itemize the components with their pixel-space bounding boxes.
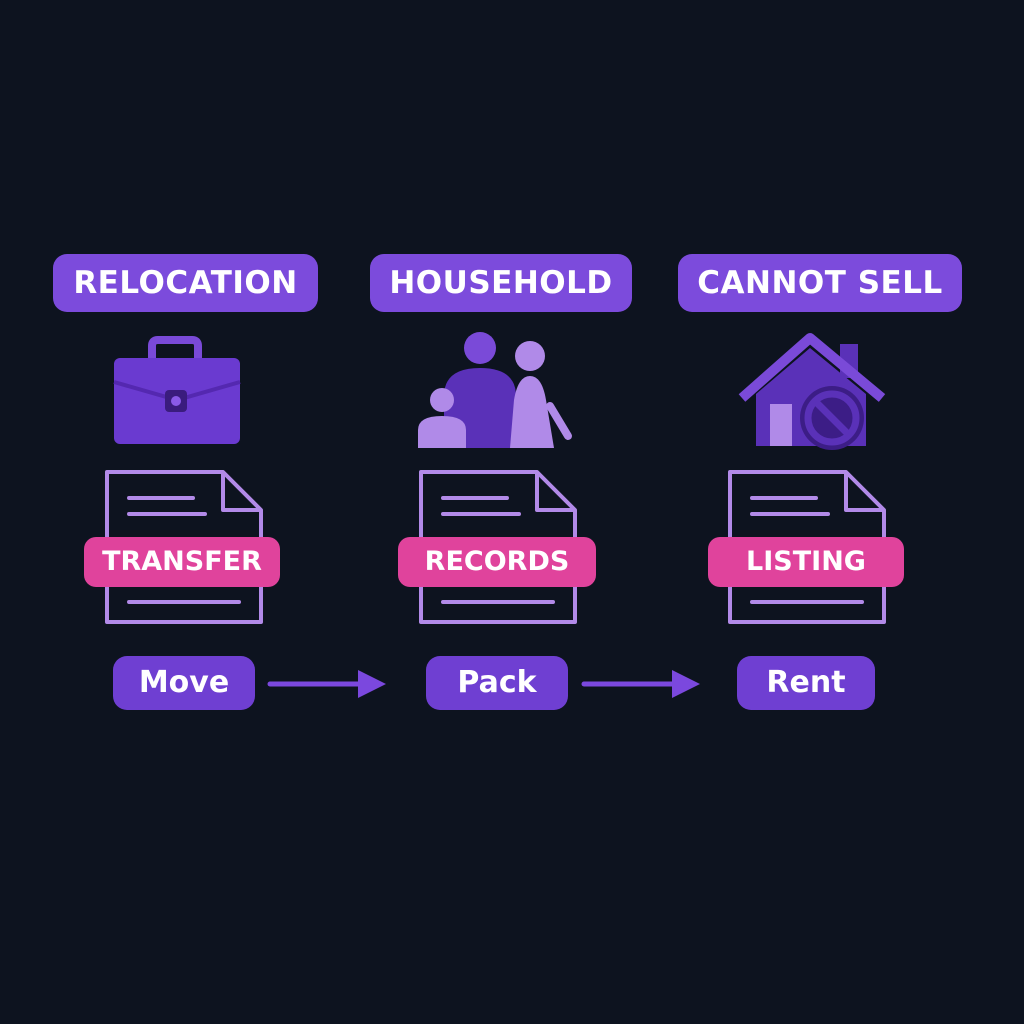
column-cannot-sell: CANNOT SELL LISTING Rent — [662, 0, 962, 1024]
column-title: HOUSEHOLD — [370, 254, 632, 312]
step-move: Move — [113, 656, 255, 710]
step-rent: Rent — [737, 656, 875, 710]
family-icon — [418, 332, 572, 448]
column-title: RELOCATION — [53, 254, 318, 312]
briefcase-icon — [113, 336, 241, 444]
step-pack: Pack — [426, 656, 568, 710]
house-prohibited-icon — [738, 333, 886, 450]
document-tag: LISTING — [708, 537, 904, 587]
column-household: HOUSEHOLD RECORDS Pack — [352, 0, 652, 1024]
arrow-right-icon — [581, 670, 700, 698]
document-tag: RECORDS — [398, 537, 596, 587]
arrow-right-icon — [267, 670, 386, 698]
column-title: CANNOT SELL — [678, 254, 962, 312]
document-tag: TRANSFER — [84, 537, 280, 587]
column-relocation: RELOCATION TRANSFER Move — [36, 0, 336, 1024]
